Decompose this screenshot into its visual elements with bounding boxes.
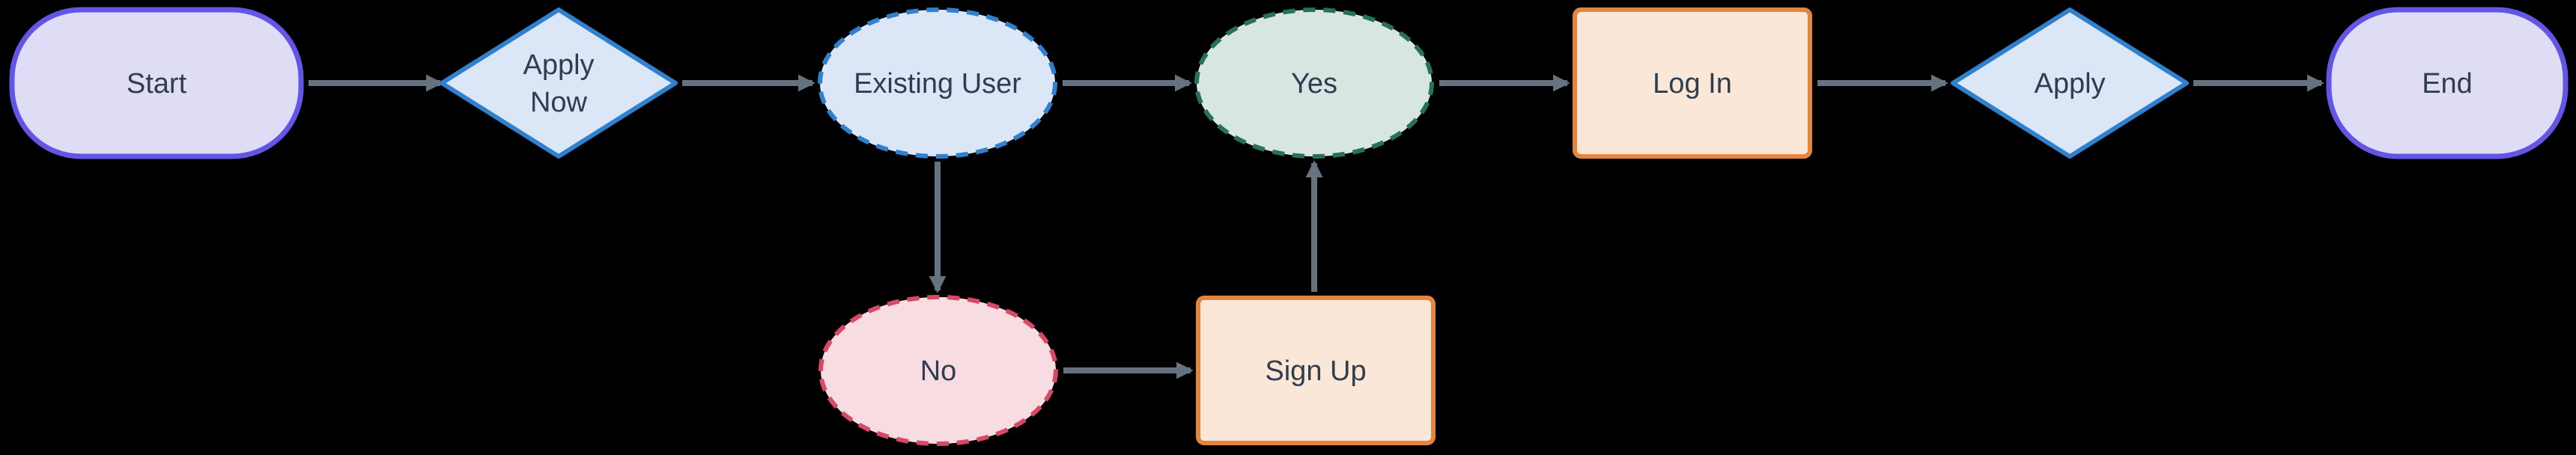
node-existing-user-shape <box>818 7 1057 159</box>
node-existing-user: Existing User <box>818 7 1057 159</box>
node-existing-user-label: Existing User <box>854 68 1021 100</box>
node-log-in-label: Log In <box>1653 68 1732 100</box>
node-apply-now-shape <box>440 7 678 159</box>
node-apply-shape <box>1951 7 2189 159</box>
node-end-label: End <box>2422 68 2473 100</box>
node-yes: Yes <box>1194 7 1434 159</box>
node-log-in-shape <box>1573 7 1812 159</box>
node-sign-up-shape <box>1196 296 1436 445</box>
node-start-shape <box>9 7 304 159</box>
node-yes-shape <box>1194 7 1434 159</box>
node-sign-up: Sign Up <box>1196 296 1436 445</box>
node-end-shape <box>2326 7 2569 159</box>
node-no: No <box>818 295 1058 446</box>
node-apply: Apply <box>1951 7 2189 159</box>
node-sign-up-label: Sign Up <box>1265 355 1366 387</box>
node-start-label: Start <box>127 68 187 100</box>
node-no-shape <box>818 295 1058 446</box>
node-no-label: No <box>920 355 957 387</box>
node-end: End <box>2326 7 2569 159</box>
node-yes-label: Yes <box>1291 68 1337 100</box>
node-log-in: Log In <box>1573 7 1812 159</box>
node-apply-label: Apply <box>2034 68 2105 100</box>
node-start: Start <box>9 7 304 159</box>
